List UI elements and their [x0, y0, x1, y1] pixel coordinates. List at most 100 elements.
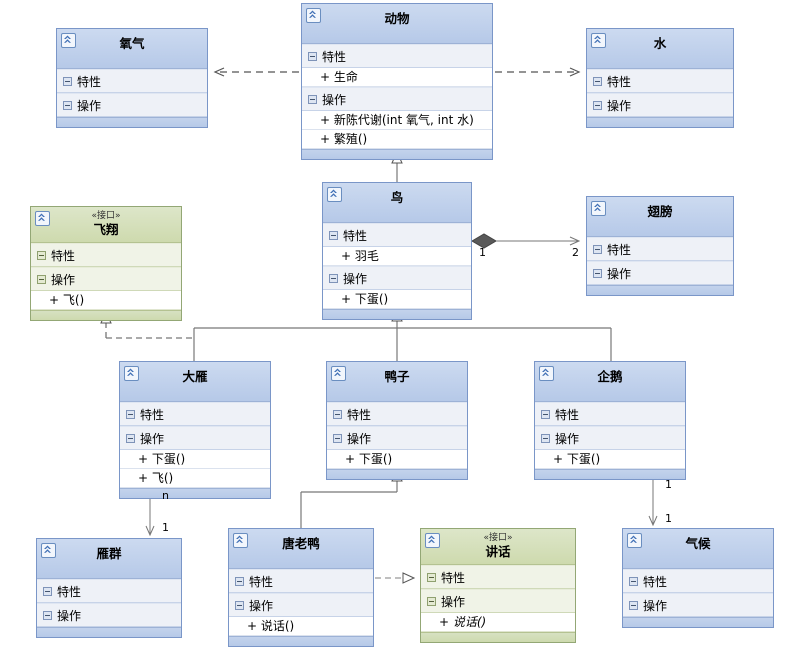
collapse-minus-icon[interactable]	[593, 100, 602, 110]
collapse-minus-icon[interactable]	[308, 51, 317, 61]
operations-section-header-fly[interactable]: 操作	[31, 267, 181, 291]
class-header-oxygen: 氧气	[57, 29, 207, 69]
operations-section-header-speak[interactable]: 操作	[421, 589, 575, 613]
class-name: 鸭子	[384, 369, 410, 384]
uml-class-climate[interactable]: 气候特性操作	[622, 528, 774, 628]
class-header-wing: 翅膀	[587, 197, 733, 237]
attributes-section-header-flock[interactable]: 特性	[37, 579, 181, 603]
collapse-minus-icon[interactable]	[329, 273, 338, 283]
attributes-section-header-climate[interactable]: 特性	[623, 569, 773, 593]
class-glyph-icon	[35, 211, 50, 226]
attributes-section-header-bird[interactable]: 特性	[323, 223, 471, 247]
attributes-label: 特性	[140, 407, 165, 422]
uml-class-donald[interactable]: 唐老鸭特性操作+ 说话()	[228, 528, 374, 647]
operations-section-header-duck[interactable]: 操作	[327, 426, 467, 450]
operations-section-header-animal[interactable]: 操作	[302, 87, 492, 111]
class-name: 讲话	[485, 544, 511, 559]
attributes-section-header-water[interactable]: 特性	[587, 69, 733, 93]
collapse-minus-icon[interactable]	[541, 433, 550, 443]
class-glyph-icon	[327, 187, 342, 202]
class-header-animal: 动物	[302, 4, 492, 44]
attributes-label: 特性	[77, 74, 102, 89]
attributes-section-header-oxygen[interactable]: 特性	[57, 69, 207, 93]
collapse-minus-icon[interactable]	[126, 433, 135, 443]
collapse-minus-icon[interactable]	[43, 610, 52, 620]
operations-section-header-flock[interactable]: 操作	[37, 603, 181, 627]
uml-class-wildgoose[interactable]: 大雁特性操作+ 下蛋()+ 飞()	[119, 361, 271, 499]
uml-class-penguin[interactable]: 企鹅特性操作+ 下蛋()	[534, 361, 686, 480]
class-glyph-icon	[233, 533, 248, 548]
edge-bird-wing	[471, 233, 581, 249]
uml-class-speak[interactable]: «接口»讲话特性操作+ 说话()	[420, 528, 576, 643]
collapse-minus-icon[interactable]	[427, 596, 436, 606]
operations-section-header-donald[interactable]: 操作	[229, 593, 373, 617]
operations-section-header-oxygen[interactable]: 操作	[57, 93, 207, 117]
collapse-minus-icon[interactable]	[235, 576, 244, 586]
operation-item: + 繁殖()	[302, 130, 492, 149]
operations-label: 操作	[643, 598, 668, 613]
attributes-section-header-wing[interactable]: 特性	[587, 237, 733, 261]
collapse-minus-icon[interactable]	[37, 274, 46, 284]
uml-class-fly[interactable]: «接口»飞翔特性操作+ 飞()	[30, 206, 182, 321]
uml-class-duck[interactable]: 鸭子特性操作+ 下蛋()	[326, 361, 468, 480]
operations-label: 操作	[322, 92, 347, 107]
attributes-section-header-animal[interactable]: 特性	[302, 44, 492, 68]
uml-class-bird[interactable]: 鸟特性+ 羽毛操作+ 下蛋()	[322, 182, 472, 320]
uml-class-wing[interactable]: 翅膀特性操作	[586, 196, 734, 296]
attributes-section-header-penguin[interactable]: 特性	[535, 402, 685, 426]
collapse-minus-icon[interactable]	[37, 250, 46, 260]
uml-class-flock[interactable]: 雁群特性操作	[36, 538, 182, 638]
operations-section-header-climate[interactable]: 操作	[623, 593, 773, 617]
attribute-item: + 生命	[302, 68, 492, 87]
uml-class-water[interactable]: 水特性操作	[586, 28, 734, 128]
operations-section-header-water[interactable]: 操作	[587, 93, 733, 117]
operations-label: 操作	[607, 266, 632, 281]
collapse-minus-icon[interactable]	[126, 409, 135, 419]
collapse-minus-icon[interactable]	[593, 76, 602, 86]
class-name: 雁群	[96, 546, 122, 561]
collapse-minus-icon[interactable]	[629, 576, 638, 586]
class-header-penguin: 企鹅	[535, 362, 685, 402]
collapse-minus-icon[interactable]	[235, 600, 244, 610]
class-name: 气候	[685, 536, 711, 551]
attributes-label: 特性	[322, 49, 347, 64]
operations-section-header-wildgoose[interactable]: 操作	[120, 426, 270, 450]
collapse-minus-icon[interactable]	[329, 230, 338, 240]
class-footer	[587, 117, 733, 127]
operations-section-header-bird[interactable]: 操作	[323, 266, 471, 290]
operation-item: + 下蛋()	[120, 450, 270, 469]
operations-label: 操作	[249, 598, 274, 613]
attributes-section-header-speak[interactable]: 特性	[421, 565, 575, 589]
class-footer	[323, 309, 471, 319]
attributes-section-header-fly[interactable]: 特性	[31, 243, 181, 267]
operation-item: + 下蛋()	[327, 450, 467, 469]
collapse-minus-icon[interactable]	[541, 409, 550, 419]
class-header-flock: 雁群	[37, 539, 181, 579]
collapse-minus-icon[interactable]	[63, 76, 72, 86]
operations-label: 操作	[555, 431, 580, 446]
collapse-minus-icon[interactable]	[629, 600, 638, 610]
class-name: 飞翔	[93, 222, 119, 237]
collapse-minus-icon[interactable]	[333, 409, 342, 419]
collapse-minus-icon[interactable]	[308, 94, 317, 104]
collapse-minus-icon[interactable]	[63, 100, 72, 110]
class-header-wildgoose: 大雁	[120, 362, 270, 402]
collapse-minus-icon[interactable]	[593, 268, 602, 278]
class-name: 水	[653, 36, 667, 51]
class-header-fly: «接口»飞翔	[31, 207, 181, 243]
collapse-minus-icon[interactable]	[333, 433, 342, 443]
operations-section-header-wing[interactable]: 操作	[587, 261, 733, 285]
attributes-section-header-donald[interactable]: 特性	[229, 569, 373, 593]
collapse-minus-icon[interactable]	[593, 244, 602, 254]
attributes-label: 特性	[441, 570, 466, 585]
attributes-section-header-wildgoose[interactable]: 特性	[120, 402, 270, 426]
collapse-minus-icon[interactable]	[43, 586, 52, 596]
operations-section-header-penguin[interactable]: 操作	[535, 426, 685, 450]
collapse-minus-icon[interactable]	[427, 572, 436, 582]
uml-class-animal[interactable]: 动物特性+ 生命操作+ 新陈代谢(int 氧气, int 水)+ 繁殖()	[301, 3, 493, 160]
attributes-label: 特性	[347, 407, 372, 422]
class-footer	[587, 285, 733, 295]
attributes-section-header-duck[interactable]: 特性	[327, 402, 467, 426]
uml-class-oxygen[interactable]: 氧气特性操作	[56, 28, 208, 128]
